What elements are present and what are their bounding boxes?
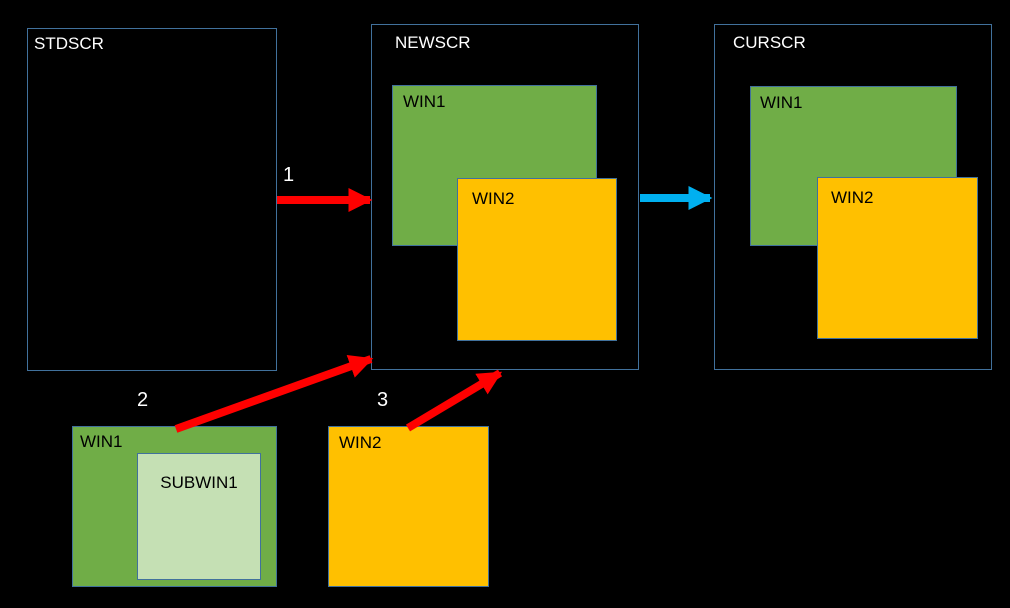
curscr-win1-label: WIN1 (760, 93, 803, 112)
arrow-3-win2-to-newscr (405, 369, 503, 432)
stdscr-label: STDSCR (34, 34, 104, 53)
curscr-label: CURSCR (733, 33, 806, 52)
curscr-win2-box: WIN2 (817, 177, 978, 339)
arrow3-number-label: 3 (377, 389, 389, 411)
standalone-win2-label: WIN2 (339, 433, 382, 452)
subwin1-label: SUBWIN1 (160, 473, 238, 492)
arrow1-number-label: 1 (283, 164, 295, 186)
subwin1-box: SUBWIN1 (137, 453, 261, 580)
newscr-label: NEWSCR (395, 33, 471, 52)
newscr-box: NEWSCR WIN1 WIN2 (371, 24, 639, 370)
standalone-win2-box: WIN2 (328, 426, 489, 587)
standalone-win1-label: WIN1 (80, 432, 123, 451)
curscr-win2-label: WIN2 (831, 188, 874, 207)
curscr-box: CURSCR WIN1 WIN2 (714, 24, 992, 370)
newscr-win1-label: WIN1 (403, 92, 446, 111)
stdscr-box: STDSCR (27, 28, 277, 371)
newscr-win2-label: WIN2 (472, 189, 515, 208)
newscr-win2-box: WIN2 (457, 178, 617, 341)
standalone-win1-box: WIN1 SUBWIN1 (72, 426, 277, 587)
arrow2-number-label: 2 (137, 389, 149, 411)
